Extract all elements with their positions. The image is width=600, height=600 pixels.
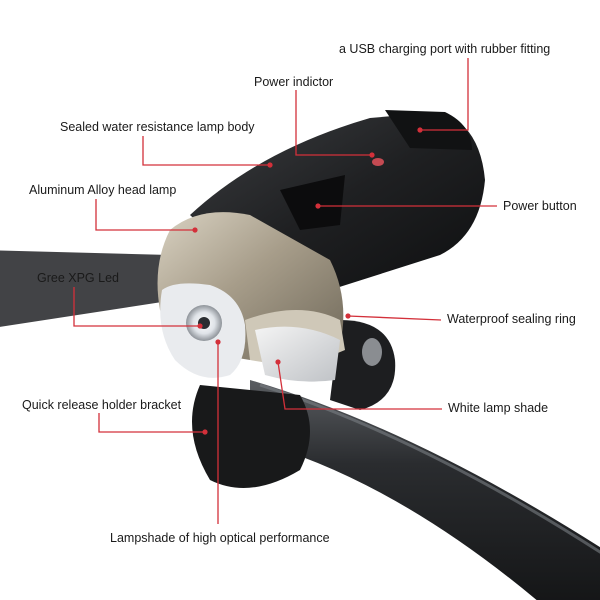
leader-usb-port [420, 58, 469, 131]
label-lamp-shade: White lamp shade [448, 401, 549, 415]
label-lamp-body: Sealed water resistance lamp body [60, 120, 255, 134]
handlebar [0, 250, 600, 600]
leader-power-button-dot [315, 203, 321, 209]
front-lens [160, 283, 340, 382]
leader-led-dot [197, 323, 203, 329]
label-sealing-ring: Waterproof sealing ring [447, 312, 576, 326]
leader-sealing-ring-dot [345, 313, 351, 319]
leader-power-indicator [295, 90, 372, 156]
label-bracket: Quick release holder bracket [22, 398, 182, 412]
leader-alloy-head-dot [192, 227, 198, 233]
leader-lamp-body [142, 136, 270, 166]
leader-led [73, 287, 200, 327]
label-power-button: Power button [503, 199, 577, 213]
label-optical-shade: Lampshade of high optical performance [110, 531, 330, 545]
leader-bracket [98, 413, 205, 433]
leader-bracket-dot [202, 429, 208, 435]
leader-optical-shade-dot [215, 339, 221, 345]
quick-release-bracket [192, 320, 396, 488]
label-alloy-head: Aluminum Alloy head lamp [29, 183, 177, 197]
leader-power-indicator-dot [369, 152, 375, 158]
leader-alloy-head [95, 199, 195, 231]
leader-lamp-body-dot [267, 162, 273, 168]
leader-lines [73, 58, 497, 524]
label-led: Gree XPG Led [37, 271, 119, 285]
leader-lamp-shade-dot [275, 359, 281, 365]
label-usb-port: a USB charging port with rubber fitting [339, 42, 551, 56]
label-power-indicator: Power indictor [254, 75, 334, 89]
leader-sealing-ring [347, 315, 442, 321]
leader-lamp-shade [277, 361, 442, 410]
leader-usb-port-dot [417, 127, 423, 133]
